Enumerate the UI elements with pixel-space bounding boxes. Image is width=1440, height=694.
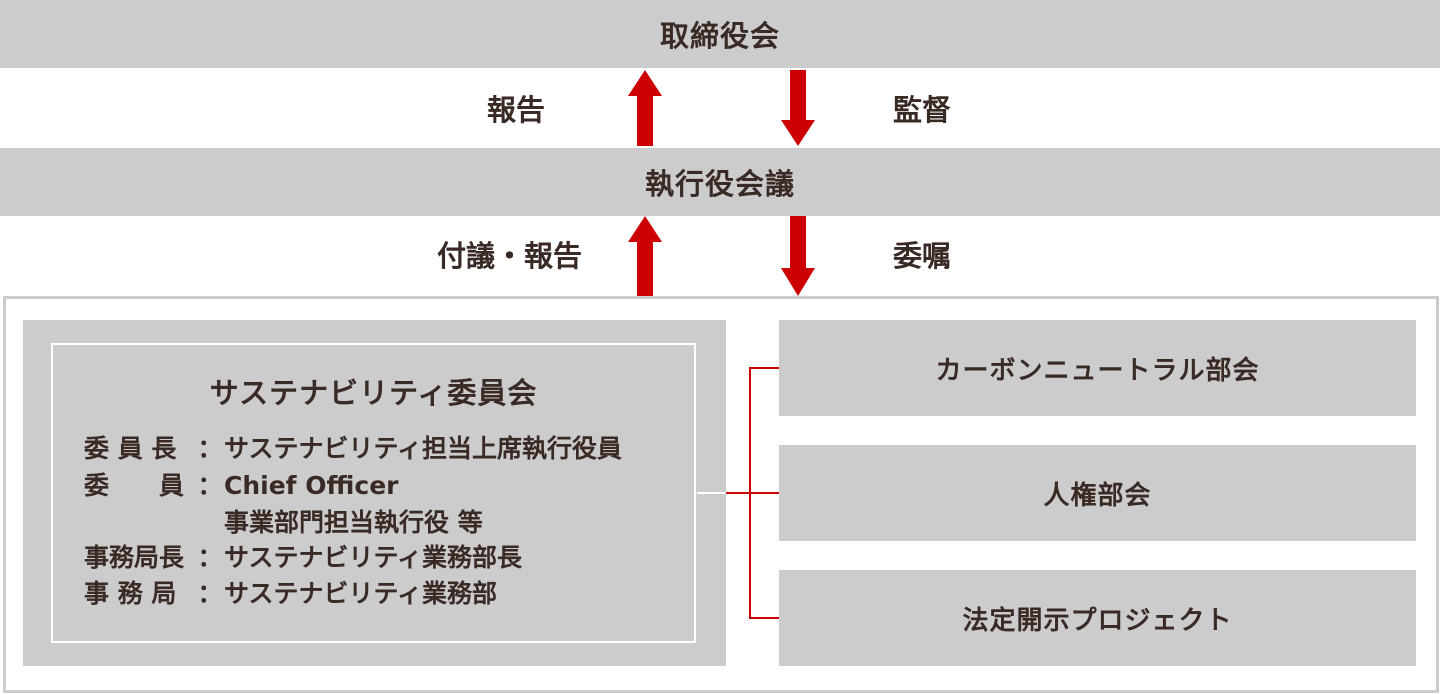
sustainability-committee-title: サステナビリティ委員会 [209, 376, 538, 410]
sustainability-committee-box [23, 320, 726, 666]
delegation-label: 委嘱 [893, 239, 952, 273]
carbon-neutral-subcommittee-box: カーボンニュートラル部会 [779, 320, 1416, 416]
sustainability-structure-frame [3, 296, 1439, 693]
member-row-chair: 委 員 長：サステナビリティ担当上席執行役員 [84, 434, 623, 463]
executive-committee-box: 執行役会議 [0, 148, 1440, 216]
statutory-disclosure-project-box: 法定開示プロジェクト [779, 570, 1416, 666]
supervision-label: 監督 [893, 93, 952, 127]
member-row-members: 委 員：Chief Officer [84, 471, 399, 500]
sustainability-committee-inner-frame [51, 343, 696, 643]
supervision-down-arrow [781, 70, 815, 146]
member-row-secretariat-head: 事務局長：サステナビリティ業務部長 [84, 543, 523, 572]
executive-committee-label: 執行役会議 [644, 167, 795, 201]
board-label: 取締役会 [659, 19, 780, 53]
board-of-directors-box: 取締役会 [0, 0, 1440, 68]
report-up-arrow [628, 70, 662, 146]
proposal-up-arrow [628, 216, 662, 296]
member-row-members-cont: 事業部門担当執行役 等 [224, 508, 483, 537]
delegation-down-arrow [781, 216, 815, 296]
proposal-report-label: 付議・報告 [437, 239, 583, 273]
report-label: 報告 [487, 93, 546, 127]
member-row-secretariat: 事 務 局：サステナビリティ業務部 [84, 579, 498, 608]
human-rights-subcommittee-box: 人権部会 [779, 445, 1416, 541]
